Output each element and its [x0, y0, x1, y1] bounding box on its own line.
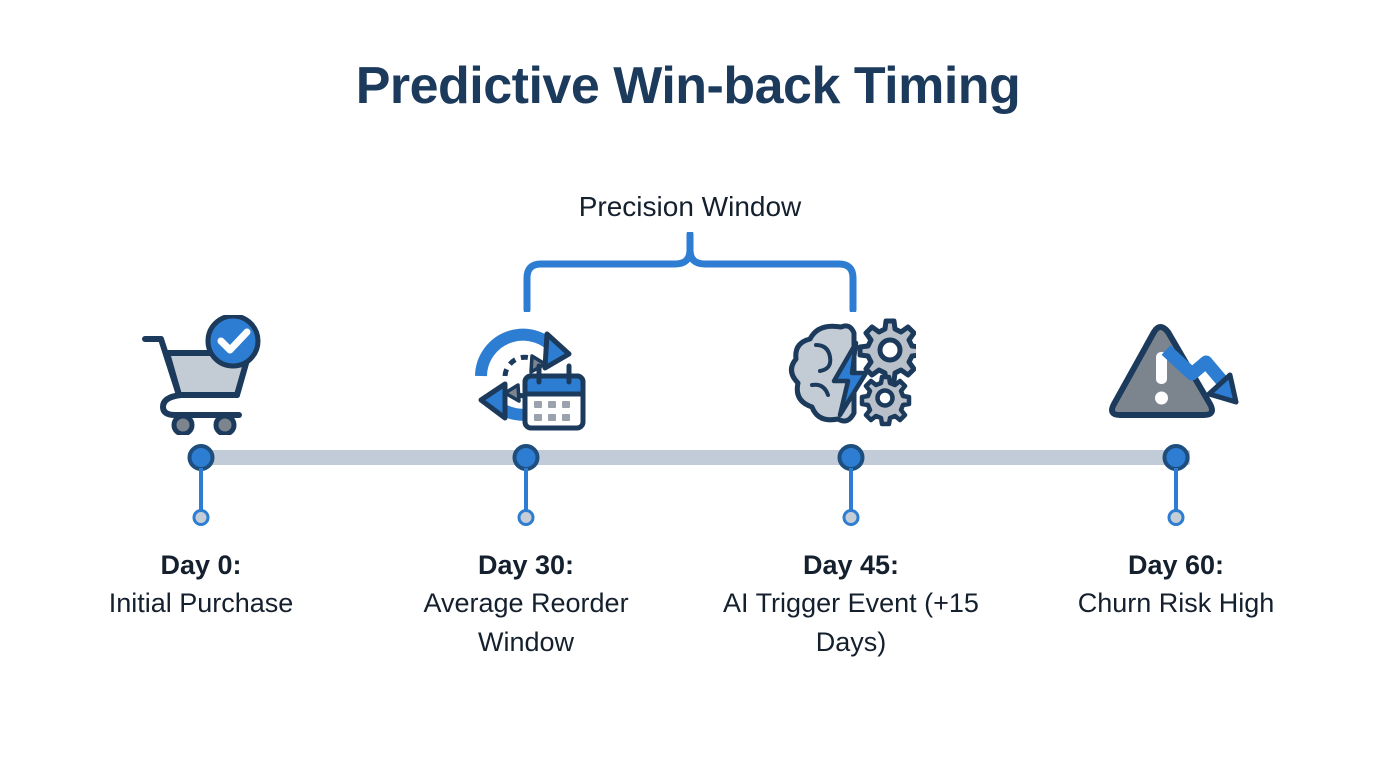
milestone-caption-day-60: Day 60: Churn Risk High — [1046, 546, 1306, 623]
precision-window-label: Precision Window — [578, 191, 802, 222]
timeline-stem-day-30 — [524, 468, 528, 518]
precision-window-bracket-icon — [523, 232, 857, 312]
timeline-node-day-60[interactable] — [1162, 444, 1190, 471]
icon-slot-day-45 — [781, 310, 921, 440]
milestone-desc-day-60: Churn Risk High — [1077, 588, 1275, 619]
milestone-caption-day-0: Day 0: Initial Purchase — [71, 546, 331, 623]
timeline-subdot-day-30[interactable] — [517, 509, 535, 526]
timeline-subdot-day-45[interactable] — [842, 509, 860, 526]
timeline-subdot-day-0[interactable] — [192, 509, 210, 526]
milestone-day-day-0: Day 0: — [160, 550, 242, 580]
page-title: Predictive Win-back Timing — [355, 57, 1021, 115]
milestone-caption-day-30: Day 30: Average Reorder Window — [396, 546, 656, 663]
timeline-node-day-0[interactable] — [187, 444, 215, 471]
milestone-desc-day-30: Average Reorder Window — [423, 588, 629, 658]
icon-slot-day-30 — [456, 310, 596, 440]
warning-declining-arrow-icon — [1109, 323, 1239, 418]
ai-brain-gears-icon — [789, 318, 916, 427]
milestone-desc-day-0: Initial Purchase — [108, 588, 294, 619]
milestone-day-day-45: Day 45: — [802, 550, 900, 580]
timeline-node-day-30[interactable] — [512, 444, 540, 471]
timeline-node-day-45[interactable] — [837, 444, 865, 471]
timeline-stem-day-60 — [1174, 468, 1178, 518]
shopping-cart-check-icon — [142, 315, 261, 435]
timeline-stem-day-45 — [849, 468, 853, 518]
reorder-calendar-icon — [475, 328, 586, 431]
timeline-subdot-day-60[interactable] — [1167, 509, 1185, 526]
milestone-day-day-30: Day 30: — [477, 550, 575, 580]
timeline-stem-day-0 — [199, 468, 203, 518]
icon-slot-day-0 — [131, 310, 271, 440]
timeline-track — [190, 450, 1190, 465]
milestone-caption-day-45: Day 45: AI Trigger Event (+15 Days) — [721, 546, 981, 663]
milestone-day-day-60: Day 60: — [1127, 550, 1225, 580]
icon-slot-day-60 — [1106, 310, 1246, 440]
milestone-desc-day-45: AI Trigger Event (+15 Days) — [723, 588, 979, 658]
